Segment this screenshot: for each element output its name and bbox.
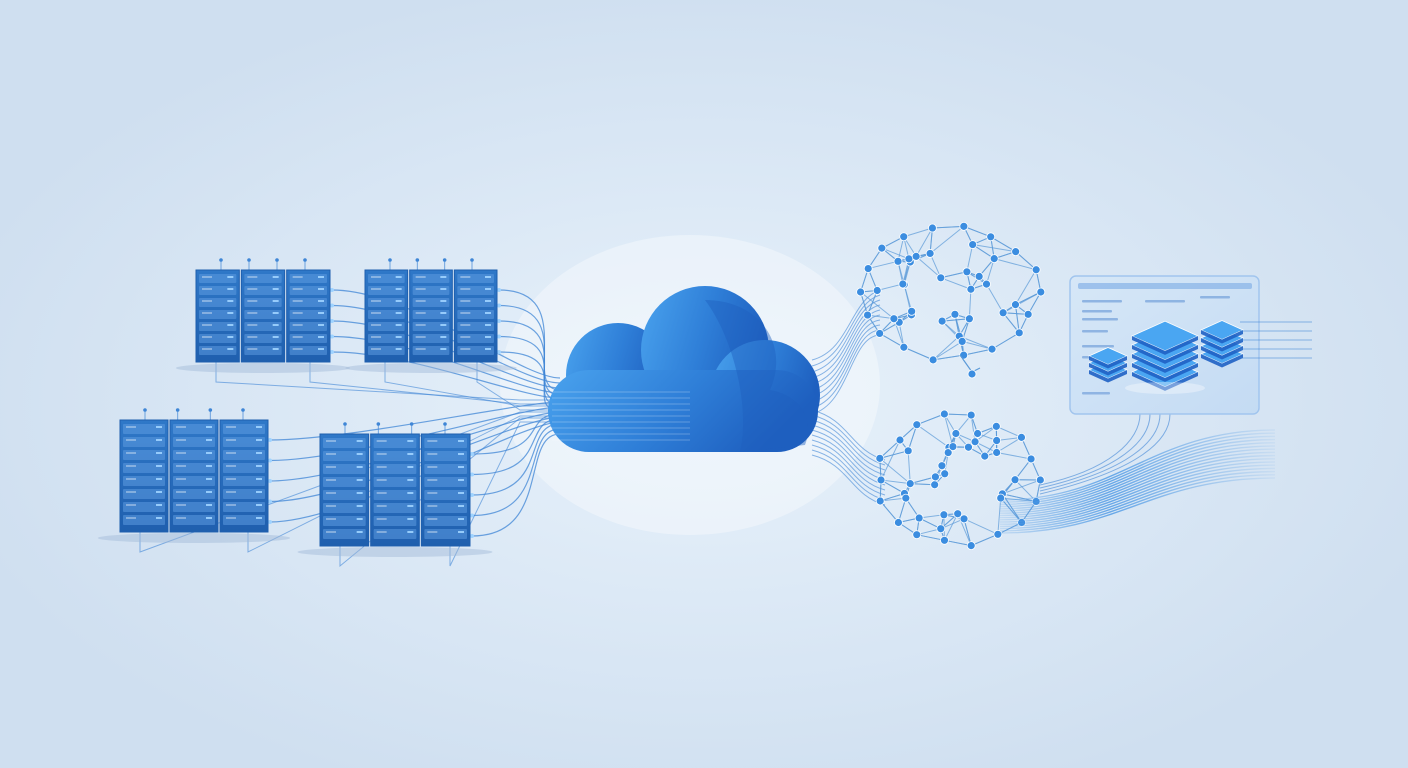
cloud-icon bbox=[548, 286, 820, 452]
server-rack-icon bbox=[97, 419, 291, 543]
server-rack-icon bbox=[297, 433, 493, 557]
data-stream bbox=[999, 413, 1276, 534]
server-rack-icon bbox=[175, 269, 351, 373]
layer-stack-icon bbox=[1088, 347, 1128, 383]
server-rack-icon bbox=[345, 269, 517, 373]
layer-stack-icon bbox=[1131, 320, 1199, 391]
neural-network-icon bbox=[856, 221, 1046, 379]
layer-stack-icon bbox=[1200, 320, 1244, 368]
dashboard-panel-icon bbox=[1069, 275, 1312, 415]
server-racks bbox=[97, 269, 517, 557]
layer-stack-icon bbox=[1088, 320, 1244, 394]
